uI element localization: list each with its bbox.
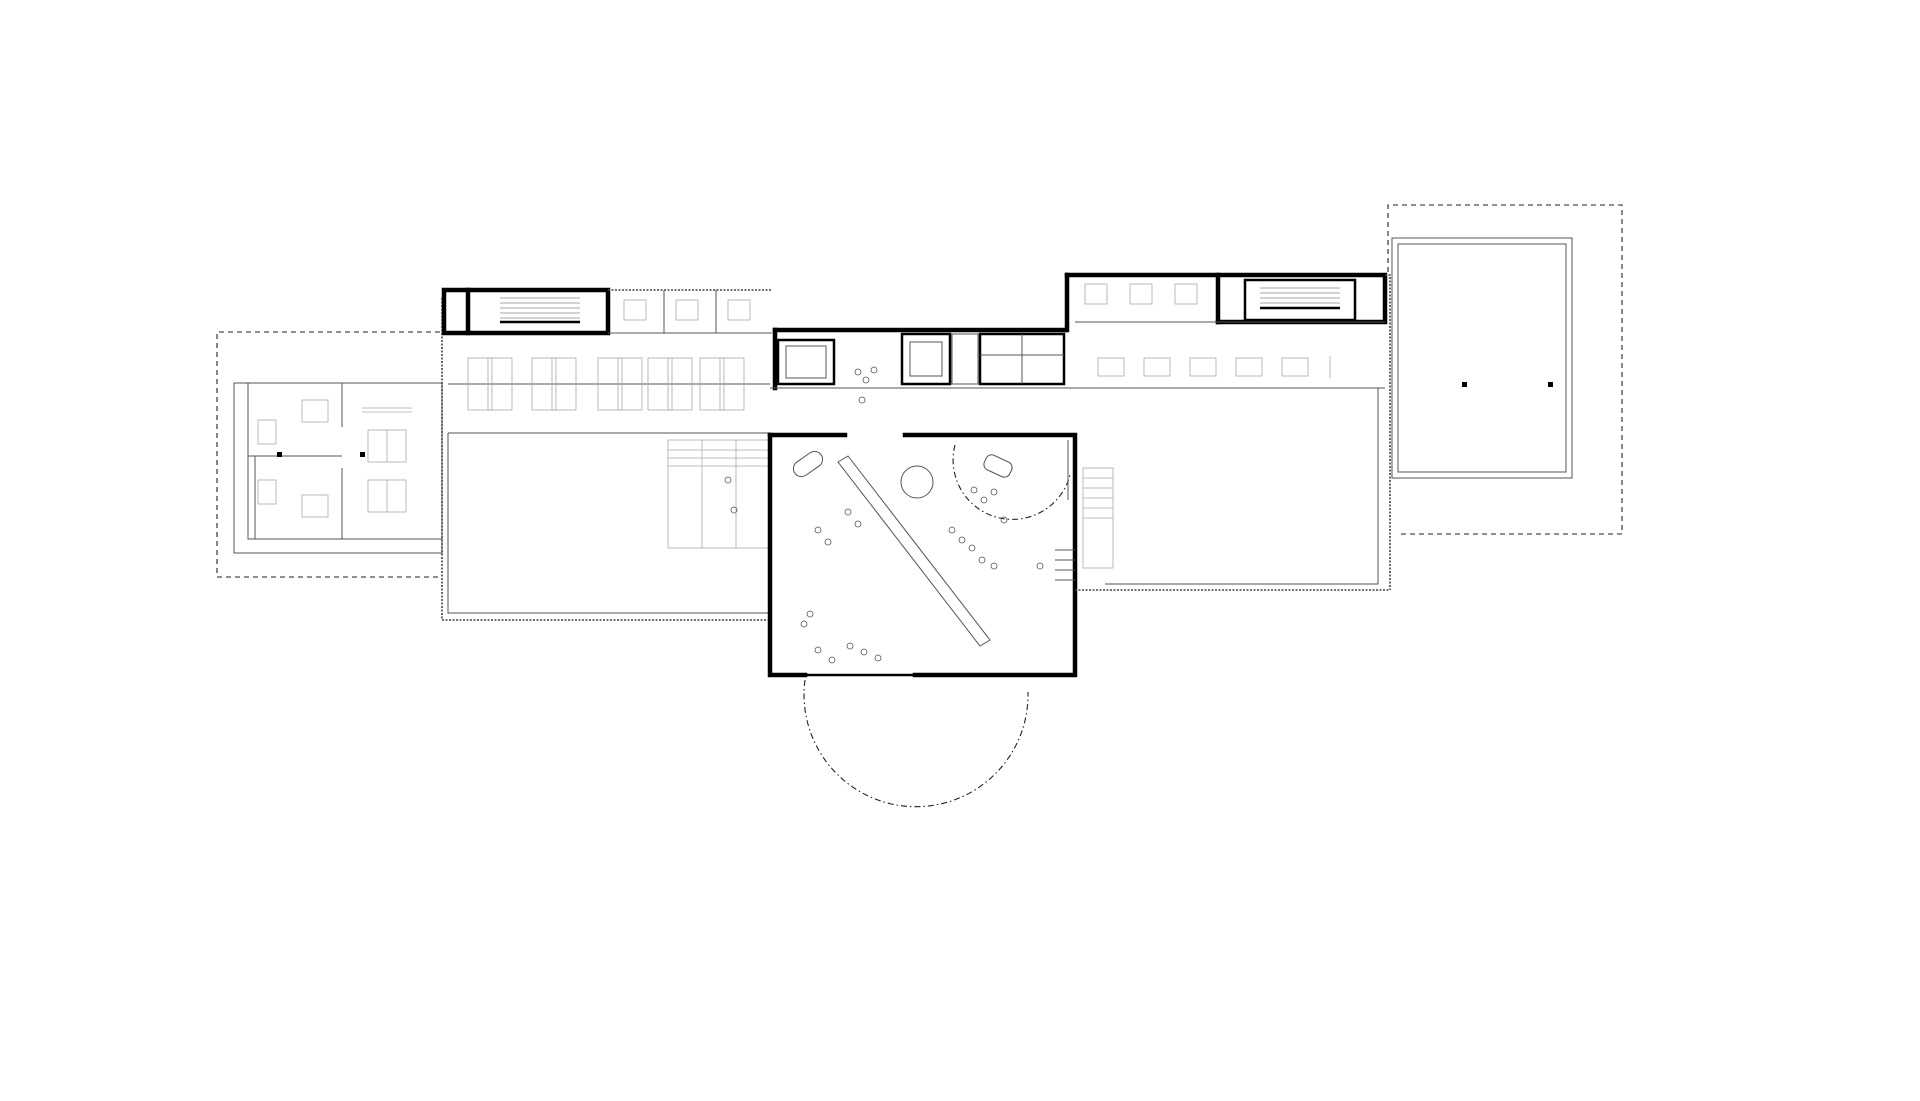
column — [1462, 382, 1467, 387]
west-office-wing — [233, 382, 443, 554]
west-service-core — [441, 287, 772, 336]
central-hall — [724, 327, 1114, 678]
desk-clusters — [467, 357, 745, 411]
upper-floor-outline — [216, 204, 1623, 808]
column — [277, 452, 282, 457]
entrance-canopy-arc — [803, 679, 1029, 808]
wc-fixtures — [623, 299, 751, 321]
bench — [792, 450, 824, 478]
column — [1548, 382, 1553, 387]
stair-treads — [500, 297, 580, 324]
east-terrace — [1391, 237, 1573, 479]
main-stair — [667, 439, 771, 549]
meeting-tables — [257, 399, 412, 518]
east-stair-treads — [1260, 287, 1340, 310]
crowd-figures — [724, 366, 1044, 664]
ramp-slab — [837, 455, 991, 647]
west-main-wing — [441, 298, 771, 621]
elevator-shaft — [776, 332, 952, 386]
central-wc — [978, 332, 1066, 386]
central-stair-east — [1055, 467, 1114, 581]
column — [360, 452, 365, 457]
east-main-wing — [1064, 272, 1391, 591]
east-wc-fixtures — [1084, 283, 1198, 305]
east-desk-row — [1097, 356, 1331, 378]
play-area-arc — [952, 444, 1071, 520]
round-table — [900, 465, 934, 499]
